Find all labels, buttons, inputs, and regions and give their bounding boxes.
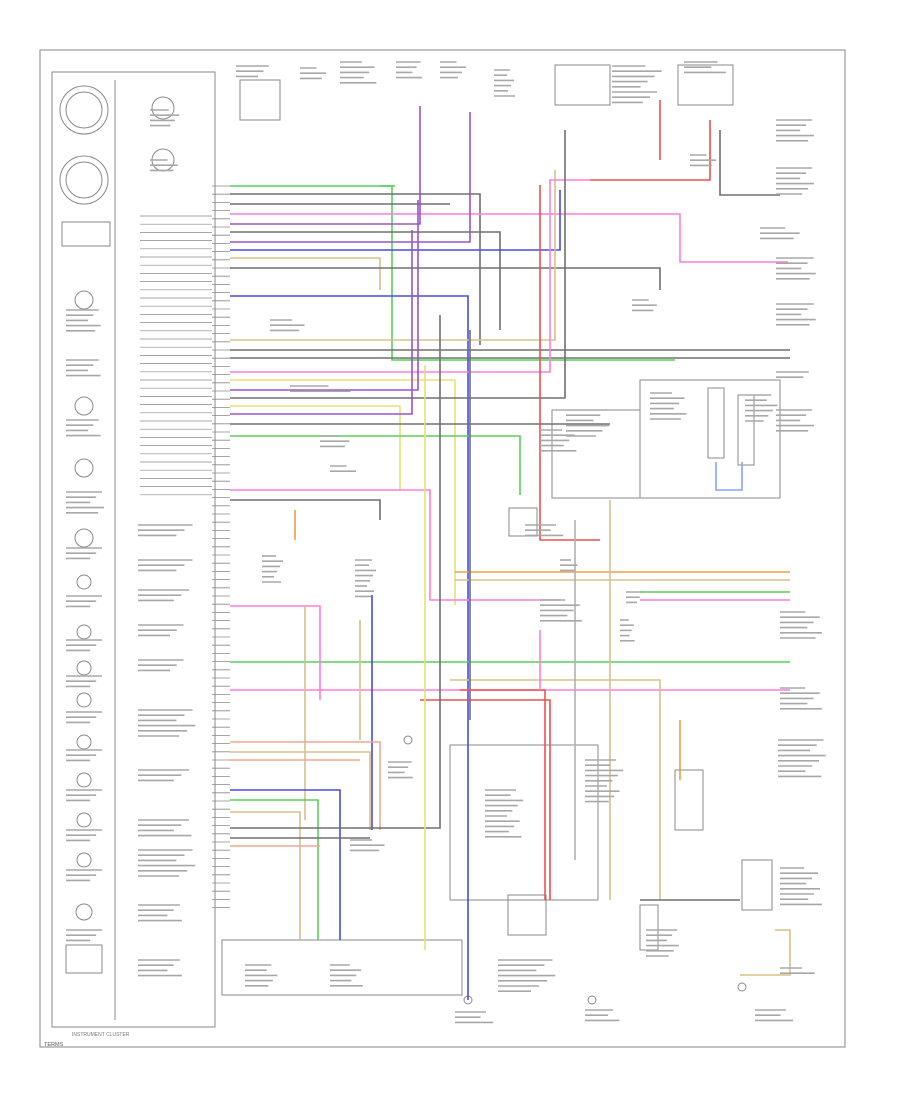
wire-gray — [719, 130, 780, 196]
wire-tan — [230, 751, 371, 830]
engine-control-box — [449, 744, 599, 901]
wire-gray — [230, 231, 501, 330]
wire-gray — [230, 315, 441, 829]
wire-tan — [230, 257, 381, 290]
indicator-component — [741, 859, 773, 911]
wire-tan — [740, 929, 791, 976]
ground-component — [507, 894, 547, 936]
speedometer-gauge — [59, 85, 109, 135]
wire-purple — [230, 230, 413, 415]
relay-box — [677, 64, 734, 106]
wire-gray — [230, 130, 566, 399]
wire-purple — [230, 112, 471, 243]
wire-green — [230, 799, 319, 940]
wire-tan — [230, 170, 556, 341]
wire-tan — [450, 679, 661, 900]
wire-green — [230, 435, 521, 495]
footer-label: TERMS — [44, 1042, 64, 1048]
wire-gray — [230, 499, 381, 520]
instrument-cluster — [51, 71, 230, 1028]
sensor-component — [674, 769, 704, 831]
wire-yellow — [230, 405, 401, 490]
wire-pink — [230, 213, 788, 263]
wire-gray — [230, 267, 661, 290]
components — [221, 64, 781, 1005]
wire-purple — [230, 200, 419, 391]
fuse-relay-box — [554, 64, 611, 106]
wire-red — [420, 699, 551, 900]
wire-salmon — [230, 741, 381, 830]
wire-blue — [230, 295, 469, 1000]
tachometer-gauge — [59, 155, 109, 205]
wire-harness — [230, 100, 791, 1000]
component-labels — [66, 61, 826, 1024]
wire-purple — [230, 106, 421, 225]
wire-yellow — [230, 379, 456, 605]
wire-lblue — [715, 462, 743, 491]
wire-tan — [230, 811, 301, 940]
wire-red — [539, 185, 600, 541]
wire-green — [230, 185, 675, 361]
wire-pink — [230, 179, 590, 373]
wire-pink — [230, 605, 321, 700]
cluster-outline — [51, 71, 216, 1028]
wire-gray — [230, 193, 481, 345]
diagram-border — [39, 49, 846, 1048]
switch-assembly — [221, 939, 463, 996]
coolant-gauge — [151, 96, 175, 120]
fuel-sender-unit — [639, 379, 781, 499]
wire-pink — [230, 489, 560, 601]
odometer-display — [61, 221, 111, 247]
wire-red — [590, 120, 711, 181]
wire-blue — [230, 789, 341, 940]
cluster-caption: INSTRUMENT CLUSTER — [72, 1032, 130, 1038]
wire-blue — [230, 190, 561, 251]
wire-red — [460, 689, 546, 900]
